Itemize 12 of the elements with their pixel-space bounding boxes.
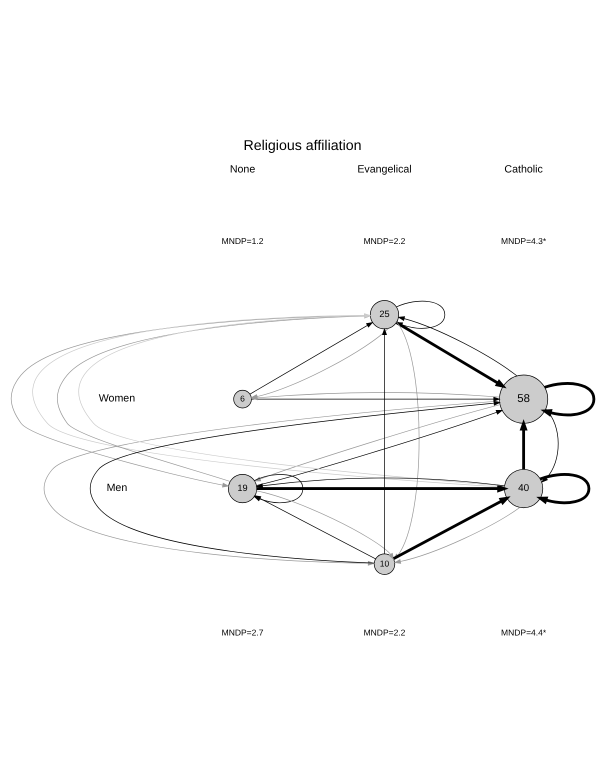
label: Catholic: [504, 162, 543, 175]
label: Women: [98, 392, 136, 404]
label: MNDP=2.7: [222, 627, 264, 638]
label: MNDP=1.2: [222, 235, 264, 246]
label: MNDP=2.2: [364, 627, 406, 638]
label: Evangelical: [357, 162, 412, 175]
label: MNDP=4.4*: [501, 627, 546, 638]
label: MNDP=4.3*: [501, 235, 546, 246]
label: MNDP=2.2: [364, 235, 406, 246]
label: Men: [106, 482, 128, 494]
diagram-title: Religious affiliation: [243, 138, 362, 154]
label: None: [230, 162, 256, 175]
